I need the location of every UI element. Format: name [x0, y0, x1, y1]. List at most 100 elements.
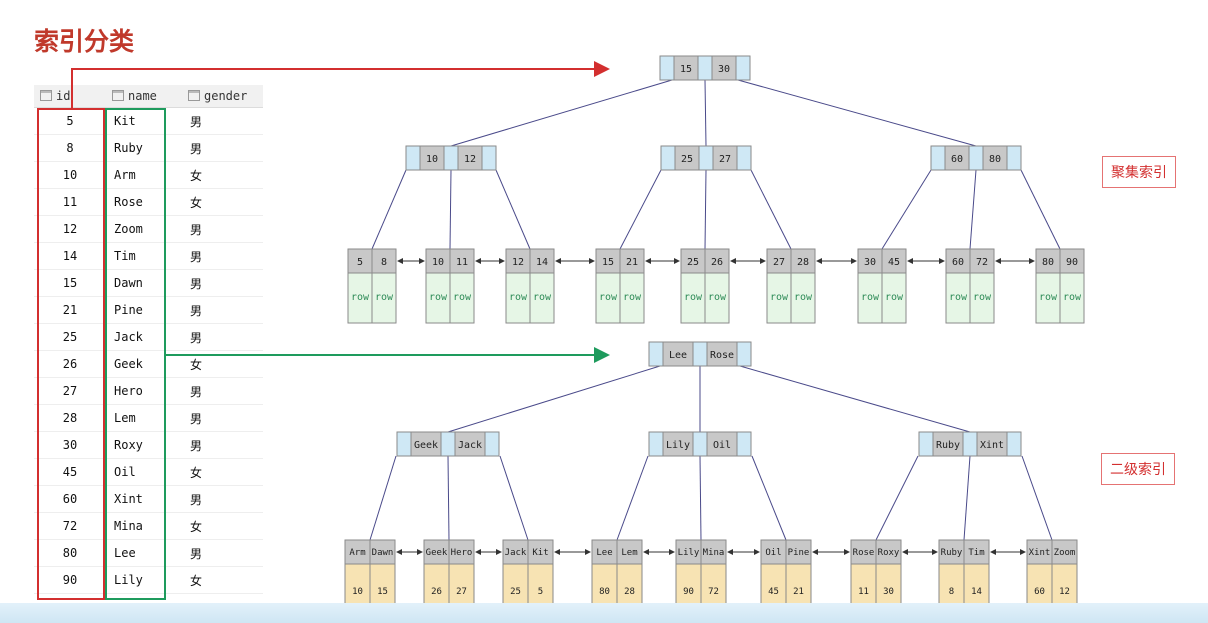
clustered-internal-node-pointer [736, 145, 752, 171]
clustered-row-label: row [949, 292, 968, 303]
secondary-root-node-pointer [692, 341, 708, 367]
column-header-name[interactable]: name [106, 85, 182, 108]
secondary-root-node-key-label: Lee [669, 350, 687, 361]
secondary-leaf-key-label: Lem [621, 548, 637, 558]
name-column-highlight [105, 108, 166, 600]
table-cell-id: 45 [34, 458, 106, 486]
secondary-root-node-key-label: Rose [710, 350, 734, 361]
secondary-leaf-id-label: 28 [624, 587, 635, 597]
table-cell-id: 27 [34, 377, 106, 405]
table-cell-id: 60 [34, 485, 106, 513]
secondary-leaf-key [423, 539, 450, 565]
table-cell-gender: 女 [182, 512, 263, 540]
clustered-row-label: row [599, 292, 618, 303]
secondary-root-node-pointer [648, 341, 664, 367]
tree-edge [969, 169, 977, 250]
clustered-leaf-row [425, 272, 451, 324]
secondary-internal-node-pointer [962, 431, 978, 457]
secondary-leaf-id-label: 14 [971, 587, 982, 597]
clustered-leaf-row [619, 272, 645, 324]
table-cell-gender: 男 [182, 323, 263, 351]
table-cell-name: Dawn [106, 269, 182, 297]
secondary-leaf-key [369, 539, 396, 565]
clustered-row-label: row [1039, 292, 1058, 303]
secondary-leaf-id-label: 21 [793, 587, 804, 597]
table-cell-name: Oil [106, 458, 182, 486]
table-cell-id: 14 [34, 242, 106, 270]
clustered-leaf-key [595, 248, 621, 274]
clustered-leaf-key [347, 248, 373, 274]
clustered-leaf-key-label: 14 [536, 257, 548, 268]
secondary-leaf-key [785, 539, 812, 565]
table-cell-name: Lee [106, 539, 182, 567]
clustered-leaf-key-label: 5 [357, 257, 363, 268]
clustered-leaf-key-label: 27 [773, 257, 785, 268]
table-cell-id: 21 [34, 296, 106, 324]
secondary-leaf-key-label: Lily [678, 548, 700, 558]
secondary-leaf-key-label: Jack [505, 548, 527, 558]
clustered-internal-node-key-label: 12 [464, 154, 476, 165]
clustered-row-label: row [708, 292, 727, 303]
table-cell-gender: 女 [182, 161, 263, 189]
secondary-leaf-id-label: 30 [883, 587, 894, 597]
clustered-leaf-key-label: 21 [626, 257, 638, 268]
secondary-internal-node-key-label: Ruby [936, 440, 960, 451]
secondary-leaf-key-label: Dawn [372, 548, 394, 558]
table-cell-id: 12 [34, 215, 106, 243]
clustered-leaf-row [347, 272, 373, 324]
secondary-leaf-id-label: 60 [1034, 587, 1045, 597]
table-cell-id: 11 [34, 188, 106, 216]
table-cell-id: 72 [34, 512, 106, 540]
secondary-internal-node-pointer [484, 431, 500, 457]
secondary-internal-node-key-label: Oil [713, 440, 731, 451]
clustered-row-label: row [375, 292, 394, 303]
key-column-icon [40, 90, 52, 101]
column-icon [112, 90, 124, 101]
clustered-leaf-key-label: 26 [711, 257, 723, 268]
secondary-leaf-key [527, 539, 554, 565]
secondary-leaf-key-label: Zoom [1054, 548, 1076, 558]
secondary-leaf-id-label: 90 [683, 587, 694, 597]
clustered-leaf-key-label: 11 [456, 257, 468, 268]
secondary-internal-node-key [454, 431, 486, 457]
column-header-id[interactable]: id [34, 85, 106, 108]
clustered-leaf-row [969, 272, 995, 324]
secondary-leaf-key-label: Pine [788, 548, 810, 558]
clustered-leaf-key [704, 248, 730, 274]
table-cell-gender: 男 [182, 431, 263, 459]
clustered-leaf-row [680, 272, 706, 324]
table-cell-gender: 男 [182, 485, 263, 513]
tree-edge [739, 365, 971, 433]
clustered-internal-node-key-label: 80 [989, 154, 1001, 165]
table-cell-id: 15 [34, 269, 106, 297]
tree-edge [447, 365, 661, 433]
clustered-internal-node-key [674, 145, 700, 171]
clustered-row-label: row [794, 292, 813, 303]
secondary-internal-node-pointer [1006, 431, 1022, 457]
clustered-leaf-key-label: 60 [952, 257, 964, 268]
secondary-leaf-id-label: 15 [377, 587, 388, 597]
column-header-gender[interactable]: gender [182, 85, 263, 108]
table-cell-id: 8 [34, 134, 106, 162]
table-cell-id: 10 [34, 161, 106, 189]
secondary-internal-node-pointer [918, 431, 934, 457]
tree-edge [369, 455, 397, 541]
secondary-internal-node-key [932, 431, 964, 457]
